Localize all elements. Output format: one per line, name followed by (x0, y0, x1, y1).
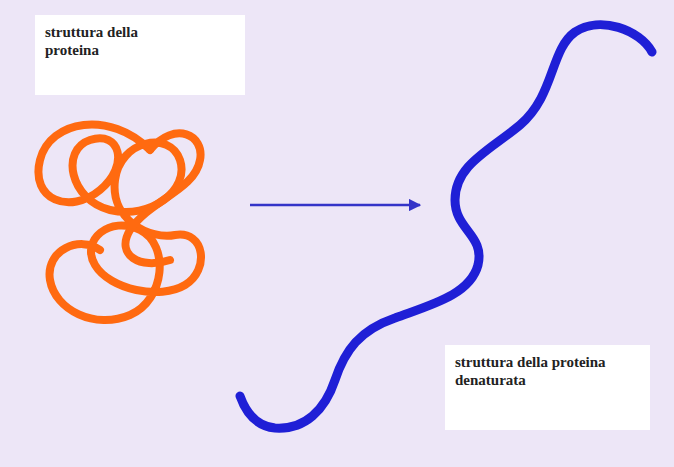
structure-label: struttura della proteina (45, 23, 185, 59)
protein-state: struttura della proteina (25, 10, 250, 410)
label-plate: struttura della proteina denaturata (445, 345, 650, 430)
protein-state: struttura della proteina denaturata (420, 10, 665, 435)
label-plate: struttura della proteina (35, 15, 245, 95)
folded-protein-coil (38, 125, 201, 321)
transition-arrow (250, 204, 420, 207)
structure-label: struttura della proteina denaturata (455, 353, 620, 389)
